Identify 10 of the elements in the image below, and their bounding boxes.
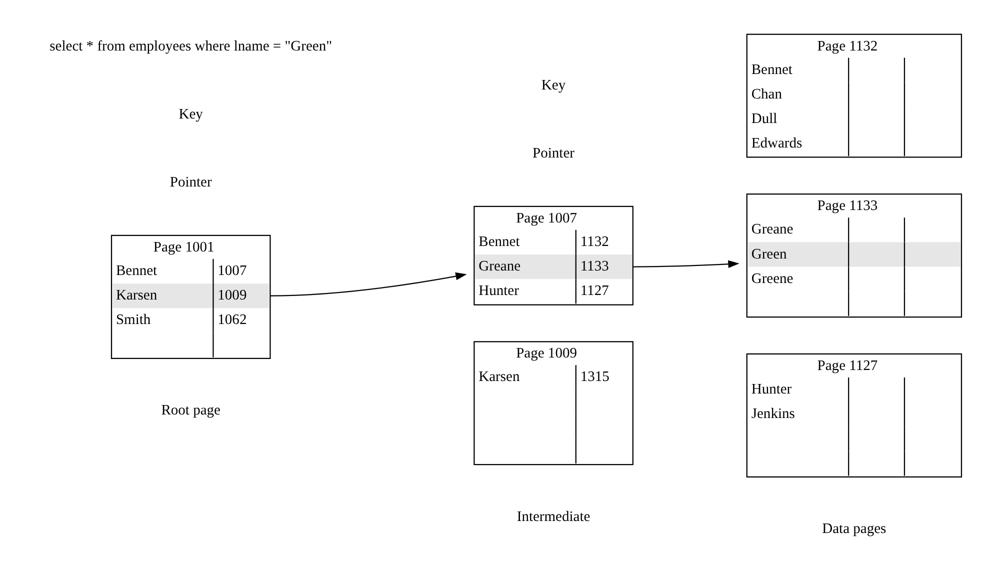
label: Key <box>178 106 203 122</box>
label: Key <box>541 77 566 94</box>
label: Pointer <box>532 145 574 162</box>
label: select * from employees where lname = "Green" <box>50 38 332 54</box>
arrow <box>632 260 740 268</box>
label: Root page <box>161 402 220 418</box>
arrow <box>270 272 467 296</box>
label: Intermediate <box>516 508 590 524</box>
label: Data pages <box>822 520 886 537</box>
label: Pointer <box>170 174 212 190</box>
